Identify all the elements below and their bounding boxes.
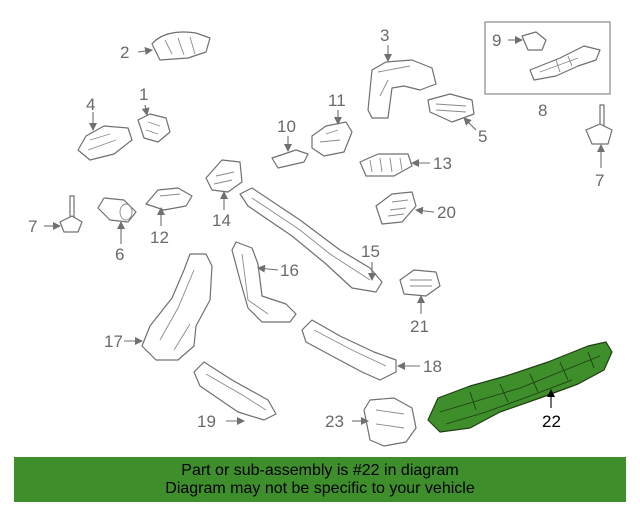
label-22: 22 [542,412,561,431]
label-2: 2 [120,43,129,62]
subassembly-8-box [484,21,611,95]
label-8: 8 [538,101,547,120]
part-21-vent[interactable] [399,269,441,297]
label-17: 17 [104,332,123,351]
label-16: 16 [280,261,299,280]
part-4-duct[interactable] [77,125,133,161]
part-13-vent[interactable] [359,153,413,177]
part-7-right-clip[interactable] [585,104,613,145]
label-12: 12 [150,228,169,247]
part-11-bracket[interactable] [311,121,353,157]
banner-line-2: Diagram may not be specific to your vehi… [165,480,475,497]
part-14-bracket[interactable] [205,159,243,193]
leader-2 [137,47,153,55]
part-3-duct[interactable] [367,59,437,119]
label-9: 9 [492,31,501,50]
label-10: 10 [277,117,296,136]
parts-diagram: 2 1 4 3 5 9 8 7 [28,21,613,447]
label-4: 4 [86,95,95,114]
part-2-duct[interactable] [151,31,211,61]
part-6-grommet[interactable] [97,197,137,223]
label-19: 19 [197,412,216,431]
label-23: 23 [325,412,344,431]
leader-16 [257,264,279,273]
part-10-clip[interactable] [271,149,309,169]
label-18: 18 [423,357,442,376]
info-banner: Part or sub-assembly is #22 in diagram D… [14,457,626,502]
label-6: 6 [115,245,124,264]
label-11: 11 [328,91,346,110]
part-18-duct[interactable] [301,319,397,381]
part-17-duct[interactable] [141,253,213,361]
part-1-vent[interactable] [137,113,171,143]
leader-20 [415,206,435,215]
label-13: 13 [433,154,452,173]
label-5: 5 [478,127,487,146]
label-7b: 7 [595,171,604,190]
part-12-bracket[interactable] [145,187,193,211]
label-14: 14 [212,211,231,230]
part-7-left-clip[interactable] [59,195,83,233]
part-19-duct[interactable] [193,361,277,421]
part-23-bracket[interactable] [363,397,417,447]
label-3: 3 [380,26,389,45]
leader-1 [141,104,150,116]
part-8-duct[interactable] [529,45,601,81]
part-16-duct[interactable] [231,241,297,323]
label-1: 1 [139,85,148,104]
label-15: 15 [361,242,380,261]
part-5-vent[interactable] [427,93,475,123]
part-22-duct-highlighted[interactable] [427,341,613,433]
label-20: 20 [437,203,456,222]
label-7a: 7 [28,217,37,236]
part-9-clip[interactable] [521,31,547,51]
leader-5 [463,117,477,131]
banner-line-1: Part or sub-assembly is #22 in diagram [181,462,459,479]
part-15-duct[interactable] [239,187,383,293]
label-21: 21 [410,317,429,336]
part-20-vent[interactable] [375,191,417,225]
